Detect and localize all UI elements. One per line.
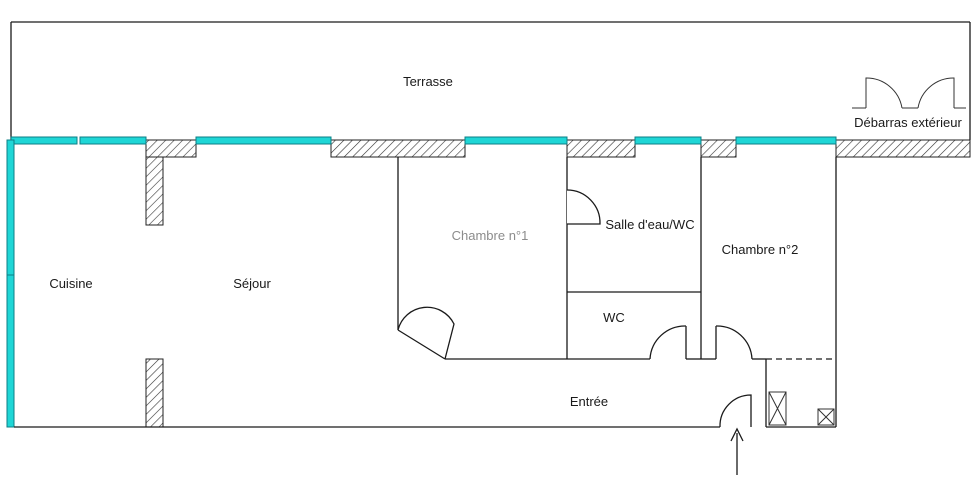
window-left <box>6 139 15 428</box>
label-cuisine: Cuisine <box>49 276 92 291</box>
label-chambre2: Chambre n°2 <box>722 242 799 257</box>
entrance-arrow-icon <box>730 427 744 475</box>
entrance-door[interactable] <box>719 394 752 428</box>
debarras-doors <box>852 77 966 109</box>
sejour-pillars <box>145 156 164 428</box>
label-debarras: Débarras extérieur <box>854 115 962 130</box>
windows <box>6 136 837 428</box>
label-entree: Entrée <box>570 394 608 409</box>
terrace-outline <box>10 21 971 140</box>
label-wc: WC <box>603 310 625 325</box>
salle-eau-walls <box>567 157 702 293</box>
wc-walls <box>567 292 702 360</box>
window-top-6 <box>735 136 837 145</box>
window-top-2 <box>79 136 147 145</box>
entree-cupboards <box>765 359 835 427</box>
label-chambre1: Chambre n°1 <box>452 228 529 243</box>
chambre2-walls <box>701 326 766 360</box>
chambre1-door[interactable] <box>397 306 455 360</box>
window-top-5 <box>634 136 702 145</box>
wc-door[interactable] <box>649 325 687 360</box>
salle-eau-door[interactable] <box>566 189 601 225</box>
outer-walls <box>14 157 837 428</box>
label-salle-eau: Salle d'eau/WC <box>605 217 694 232</box>
window-top-3 <box>195 136 332 145</box>
window-top-1 <box>10 136 78 145</box>
label-terrasse: Terrasse <box>403 74 453 89</box>
window-top-4 <box>464 136 568 145</box>
top-wall <box>145 139 971 158</box>
chambre2-door[interactable] <box>715 325 753 360</box>
label-sejour: Séjour <box>233 276 271 291</box>
